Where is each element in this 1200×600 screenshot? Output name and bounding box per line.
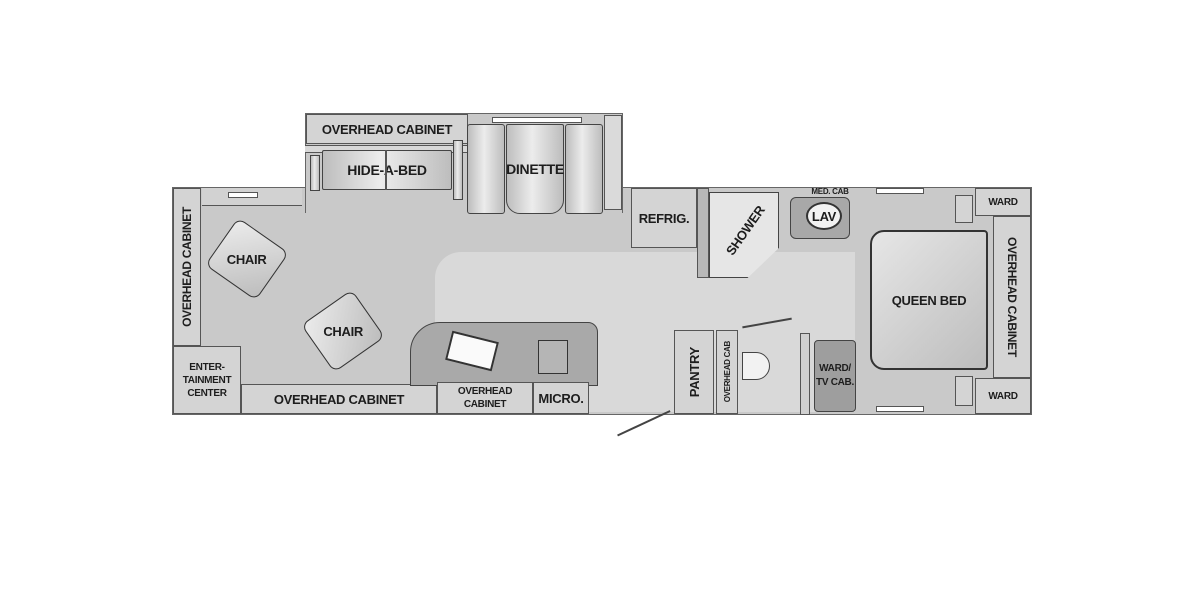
overhead-cabinet-rear-living: OVERHEAD CABINET — [241, 384, 437, 414]
bedroom-window-top — [876, 188, 924, 194]
ward-tv-divider — [800, 333, 810, 415]
wardrobe-tv-cabinet: WARD/ TV CAB. — [814, 340, 856, 412]
microwave-label: MICRO. — [538, 390, 584, 406]
nightstand-top — [955, 195, 973, 223]
shower-label-wrap: SHOWER — [715, 202, 775, 257]
overhead-cabinet-rear-bed-label: OVERHEAD CABINET — [1005, 237, 1019, 357]
hide-a-bed-arm-left — [310, 155, 320, 191]
queen-bed: QUEEN BED — [870, 230, 988, 370]
dinette-table: DINETTE — [506, 124, 564, 214]
queen-bed-label: QUEEN BED — [891, 292, 967, 308]
dinette-bench-right — [565, 124, 603, 214]
lavatory-sink: LAV — [806, 202, 842, 230]
overhead-cabinet-front-label: OVERHEAD CABINET — [180, 207, 194, 327]
slideout-right-wall — [604, 115, 622, 210]
overhead-cabinet-kitchen-label: OVERHEAD CABINET — [457, 386, 513, 410]
pantry: PANTRY — [674, 330, 714, 414]
hide-a-bed-seam — [385, 150, 387, 190]
dinette-label: DINETTE — [506, 161, 564, 177]
shower-label: SHOWER — [722, 202, 768, 258]
medicine-cabinet: MED. CAB — [806, 186, 854, 196]
lavatory-label: LAV — [811, 208, 837, 224]
refrigerator-label: REFRIG. — [638, 210, 690, 226]
overhead-cabinet-bath-label: OVERHEAD CAB — [722, 341, 732, 403]
kitchen-counter — [410, 322, 598, 386]
wardrobe-top: WARD — [975, 188, 1031, 216]
medicine-cabinet-label: MED. CAB — [811, 186, 849, 196]
overhead-cabinet-rear-living-label: OVERHEAD CABINET — [273, 391, 405, 407]
wardrobe-top-label: WARD — [988, 196, 1018, 208]
overhead-cabinet-bath: OVERHEAD CAB — [716, 330, 738, 414]
entertainment-center: ENTER- TAINMENT CENTER — [173, 346, 241, 414]
dinette-bench-left — [467, 124, 505, 214]
overhead-cabinet-rear-bed: OVERHEAD CABINET — [993, 216, 1031, 378]
refrigerator: REFRIG. — [631, 188, 697, 248]
wardrobe-bottom-label: WARD — [988, 390, 1018, 402]
hide-a-bed: HIDE-A-BED — [322, 150, 452, 190]
entertainment-center-label: ENTER- TAINMENT CENTER — [182, 361, 232, 399]
dinette-window — [492, 117, 582, 123]
pantry-label: PANTRY — [686, 346, 702, 398]
bath-wall-left — [697, 188, 709, 278]
wardrobe-tv-cabinet-label: WARD/ TV CAB. — [816, 363, 854, 388]
toilet — [742, 352, 770, 380]
microwave: MICRO. — [533, 382, 589, 414]
hide-a-bed-arm-right — [453, 140, 463, 200]
front-left-window — [228, 192, 258, 198]
shower — [709, 192, 779, 278]
overhead-cabinet-kitchen: OVERHEAD CABINET — [437, 382, 533, 414]
overhead-cabinet-slideout-label: OVERHEAD CABINET — [321, 121, 453, 137]
wardrobe-bottom: WARD — [975, 378, 1031, 414]
overhead-cabinet-slideout: OVERHEAD CABINET — [306, 114, 468, 144]
hide-a-bed-label: HIDE-A-BED — [347, 162, 427, 178]
chair-1-label: CHAIR — [227, 251, 267, 267]
chair-2-label: CHAIR — [323, 323, 363, 339]
nightstand-bottom — [955, 376, 973, 406]
bedroom-window-bottom — [876, 406, 924, 412]
stove-top — [538, 340, 568, 374]
overhead-cabinet-front: OVERHEAD CABINET — [173, 188, 201, 346]
